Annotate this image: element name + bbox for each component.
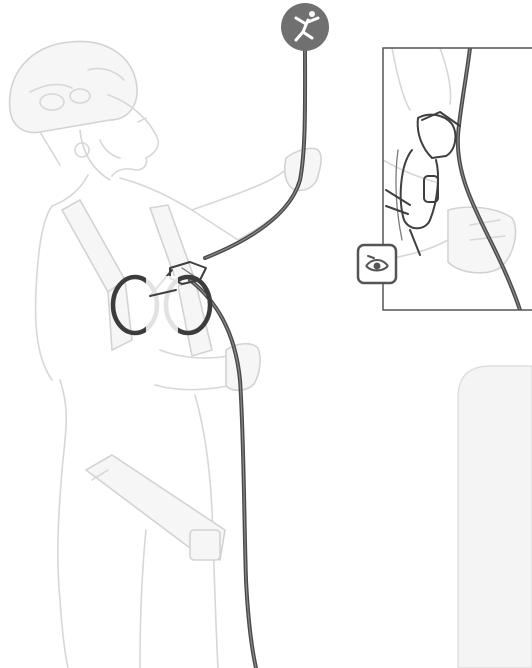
helmet (10, 41, 137, 165)
eye-icon (358, 245, 396, 283)
harness (62, 200, 225, 560)
climber-figure (10, 41, 322, 668)
climber-icon (281, 3, 329, 51)
empty-rounded-panel (458, 366, 532, 668)
inset-detail (383, 48, 532, 310)
torso (36, 175, 238, 668)
